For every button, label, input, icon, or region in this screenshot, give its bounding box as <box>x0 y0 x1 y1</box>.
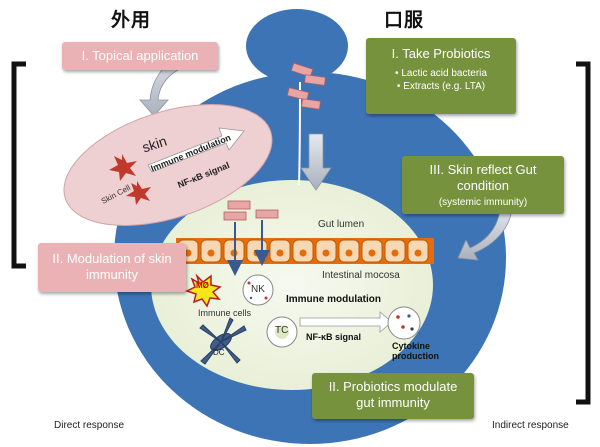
skin-immune-arrow <box>147 127 245 173</box>
tc-label: TC <box>275 325 289 336</box>
skin-cell-star <box>126 181 151 205</box>
header-oral: 口服 <box>384 10 425 31</box>
probiotic-bar <box>304 74 326 86</box>
body-head <box>246 9 348 83</box>
gut-immunity-box: II. Probiotics modulate gut immunity <box>312 373 474 419</box>
skin-reflect-subtitle: (systemic immunity) <box>438 196 528 208</box>
gut-nfkb-label: NF-κB signal <box>306 332 362 342</box>
gut-probiotic-bar <box>255 209 279 219</box>
reflect-curve-arrow <box>457 204 513 261</box>
gut-probiotic-bar <box>227 200 251 210</box>
macrophage-star <box>185 273 222 308</box>
gut-lumen-label: Gut lumen <box>318 219 365 230</box>
probiotic-bar <box>290 62 314 78</box>
nk-label: NK <box>251 284 265 295</box>
take-probiotics-box: I. Take Probiotics • Lactic acid bacteri… <box>366 38 516 114</box>
skin-reflect-box: III. Skin reflect Gut condition (systemi… <box>402 156 564 214</box>
skin-reflect-title: III. Skin reflect Gut condition <box>429 162 537 194</box>
gut-immune-arrow <box>299 311 393 333</box>
intestinal-mucosa-label: Intestinal mocosa <box>322 270 400 281</box>
direct-response-label: Direct response <box>54 420 125 431</box>
dc-label: DC <box>213 348 225 357</box>
topical-application-box: I. Topical application <box>62 42 218 70</box>
cytokine-label: Cytokine production <box>392 341 439 362</box>
skin-cell-star <box>109 154 137 181</box>
dendritic-cell <box>199 317 247 365</box>
take-probiotics-title: I. Take Probiotics <box>391 46 491 61</box>
indirect-response-label: Indirect response <box>492 420 569 431</box>
immune-cells-label: Immune cells <box>198 308 252 318</box>
header-external: 外用 <box>111 10 152 31</box>
probiotic-bar <box>286 87 310 101</box>
mucosa-cells <box>176 238 434 264</box>
probiotics-item: • Extracts (e.g. LTA) <box>396 80 486 92</box>
down-arrow <box>300 133 332 191</box>
right-bracket <box>576 61 591 405</box>
cytokine-cell <box>387 306 421 340</box>
gut-immune-modulation-label: Immune modulation <box>286 294 381 305</box>
skin-modulation-box: II. Modulation of skin immunity <box>38 243 186 292</box>
probiotics-item: • Lactic acid bacteria <box>395 68 487 80</box>
gut-probiotic-bar <box>223 211 247 221</box>
macrophage-label: MØ <box>196 281 209 290</box>
left-bracket <box>11 61 26 269</box>
gut-immunity-title: II. Probiotics modulate gut immunity <box>328 379 458 411</box>
probiotic-bar <box>301 98 321 110</box>
